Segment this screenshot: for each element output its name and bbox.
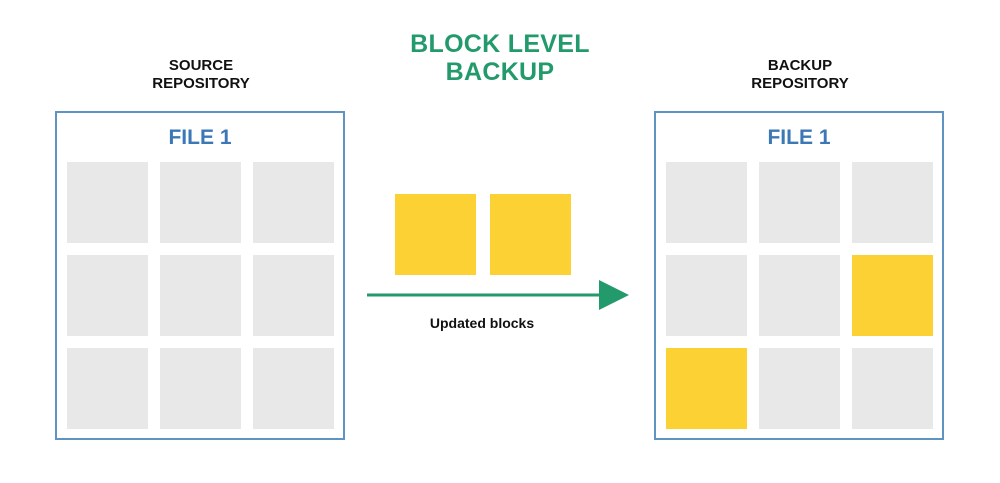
diagram-title-line-1: BLOCK LEVEL: [410, 30, 590, 58]
backup-file-title: FILE 1: [767, 126, 831, 149]
transfer-arrow-icon: [367, 280, 629, 310]
source-file-title: FILE 1: [168, 126, 232, 149]
source-block: [160, 348, 241, 429]
backup-block: [852, 162, 933, 243]
updated-block-in-transit: [395, 194, 476, 275]
source-block: [253, 255, 334, 336]
backup-block: [759, 255, 840, 336]
source-block: [67, 255, 148, 336]
backup-block: [852, 348, 933, 429]
updated-block-in-transit: [490, 194, 571, 275]
backup-block: [852, 255, 933, 336]
source-block-grid: [67, 162, 334, 429]
source-block: [253, 162, 334, 243]
backup-file-panel: FILE 1: [654, 111, 944, 440]
backup-block-grid: [666, 162, 933, 429]
backup-repository-label: BACKUP REPOSITORY: [690, 57, 910, 93]
source-label-line-1: SOURCE: [168, 57, 234, 74]
diagram-title: BLOCK LEVEL BACKUP: [350, 30, 650, 86]
diagram-title-line-2: BACKUP: [445, 58, 555, 86]
source-label-line-2: REPOSITORY: [152, 75, 250, 92]
source-repository-label: SOURCE REPOSITORY: [91, 57, 311, 93]
backup-label-line-1: BACKUP: [767, 57, 833, 74]
updated-blocks-caption: Updated blocks: [429, 315, 535, 331]
source-block: [67, 162, 148, 243]
source-block: [160, 162, 241, 243]
backup-block: [666, 348, 747, 429]
source-block: [160, 255, 241, 336]
backup-label-line-2: REPOSITORY: [751, 75, 849, 92]
transfer-arrow-head: [599, 280, 629, 310]
backup-block: [759, 348, 840, 429]
backup-block: [759, 162, 840, 243]
source-file-panel: FILE 1: [55, 111, 345, 440]
backup-block: [666, 255, 747, 336]
source-block: [67, 348, 148, 429]
source-block: [253, 348, 334, 429]
backup-block: [666, 162, 747, 243]
